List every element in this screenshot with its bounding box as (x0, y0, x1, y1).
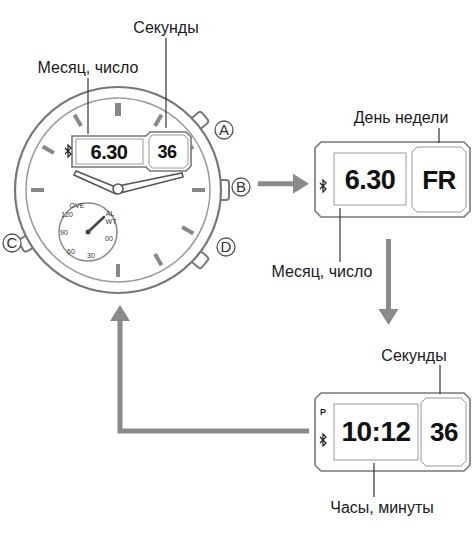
watch-hands (74, 171, 118, 194)
button-circles (232, 178, 250, 196)
sub-dial (86, 230, 91, 235)
button-letter: B (236, 179, 246, 196)
watch-hands (113, 184, 123, 194)
arrow-head (379, 309, 399, 325)
watch-lcd (76, 139, 143, 164)
callout-label: Месяц, число (272, 263, 373, 281)
hour-marker (115, 103, 121, 116)
leader-lines (439, 365, 440, 394)
sub-dial (88, 217, 104, 232)
lcd-main-digits: 10:12 (341, 418, 410, 446)
dial-mark: WT (106, 218, 117, 226)
lcd-main-digits: 6.30 (345, 167, 396, 194)
hour-marker (192, 188, 205, 192)
watch-hands (74, 171, 183, 194)
hour-marker (43, 147, 54, 154)
sub-dial (59, 203, 117, 261)
watch-hands (118, 173, 183, 193)
watch-case (15, 87, 229, 293)
arrow-head (293, 174, 309, 194)
watch-face: 6.30 36 (15, 87, 221, 293)
arrow-line (386, 239, 391, 313)
watch-case (15, 87, 221, 293)
hour-marker (75, 115, 82, 126)
dial-mark: 00 (105, 235, 113, 243)
leader-lines (165, 38, 166, 128)
leader-lines (87, 78, 88, 134)
callout-label: Секунды (381, 347, 446, 365)
hour-marker (155, 254, 162, 265)
display-panel (315, 393, 470, 471)
flow-arrow (110, 305, 309, 431)
leader-lines (88, 38, 440, 497)
display-panel (315, 142, 470, 217)
callout-label: Секунды (133, 19, 198, 37)
leader-lines (438, 128, 439, 143)
sub-dial (59, 203, 117, 261)
display-panel (315, 142, 470, 217)
hour-marker (182, 227, 193, 234)
button-letter: D (221, 239, 232, 256)
bluetooth-icon (65, 145, 71, 157)
hour-markers (31, 103, 205, 277)
lcd-sub-digits: 36 (430, 419, 458, 445)
dial-mark: 120 (61, 211, 73, 219)
flow-arrow (379, 239, 399, 325)
button-circles (3, 234, 21, 252)
arrow-head (110, 305, 130, 321)
lcd-sub-digits: FR (422, 167, 456, 193)
display-panel (421, 398, 466, 466)
display-panel (315, 393, 470, 471)
hour-marker (31, 188, 44, 192)
button-circles (215, 121, 233, 139)
pm-indicator: P (320, 408, 326, 418)
watch-lcd (72, 132, 191, 171)
callout-label: Месяц, число (38, 59, 139, 77)
callout-label: День недели (354, 109, 449, 127)
bluetooth-icon (65, 145, 326, 446)
watch-lcd (149, 135, 188, 168)
button-letter: A (219, 122, 229, 139)
button-letter: C (7, 235, 18, 252)
display-panel: 6.30 FR (315, 142, 470, 217)
display-panel (334, 404, 418, 460)
lcd-sub-digits: 36 (157, 143, 176, 161)
dial-mark: AL (106, 210, 115, 218)
arrow-line (120, 317, 309, 431)
callout-label: Часы, минуты (330, 499, 434, 517)
display-panel (334, 153, 406, 205)
button-circles (217, 238, 235, 256)
lcd-main-digits: 6.30 (91, 142, 128, 162)
dial-mark: 60 (67, 248, 75, 256)
watch-case (26, 98, 210, 282)
arrow-line (258, 181, 297, 186)
dial-mark: 30 (87, 252, 95, 260)
bluetooth-icon (320, 180, 326, 192)
hour-marker (155, 115, 162, 126)
display-panel: 10:12 36 (315, 393, 470, 471)
dial-mark: 90 (60, 229, 68, 237)
leader-lines (373, 463, 374, 497)
flow-arrow (258, 174, 309, 194)
hour-marker (116, 264, 120, 277)
watch-lcd (72, 132, 191, 171)
dial-mark: OVE (70, 202, 85, 210)
button-circles (3, 121, 250, 256)
leader-lines (339, 208, 340, 262)
display-panel (412, 147, 466, 212)
bluetooth-icon (320, 434, 326, 446)
